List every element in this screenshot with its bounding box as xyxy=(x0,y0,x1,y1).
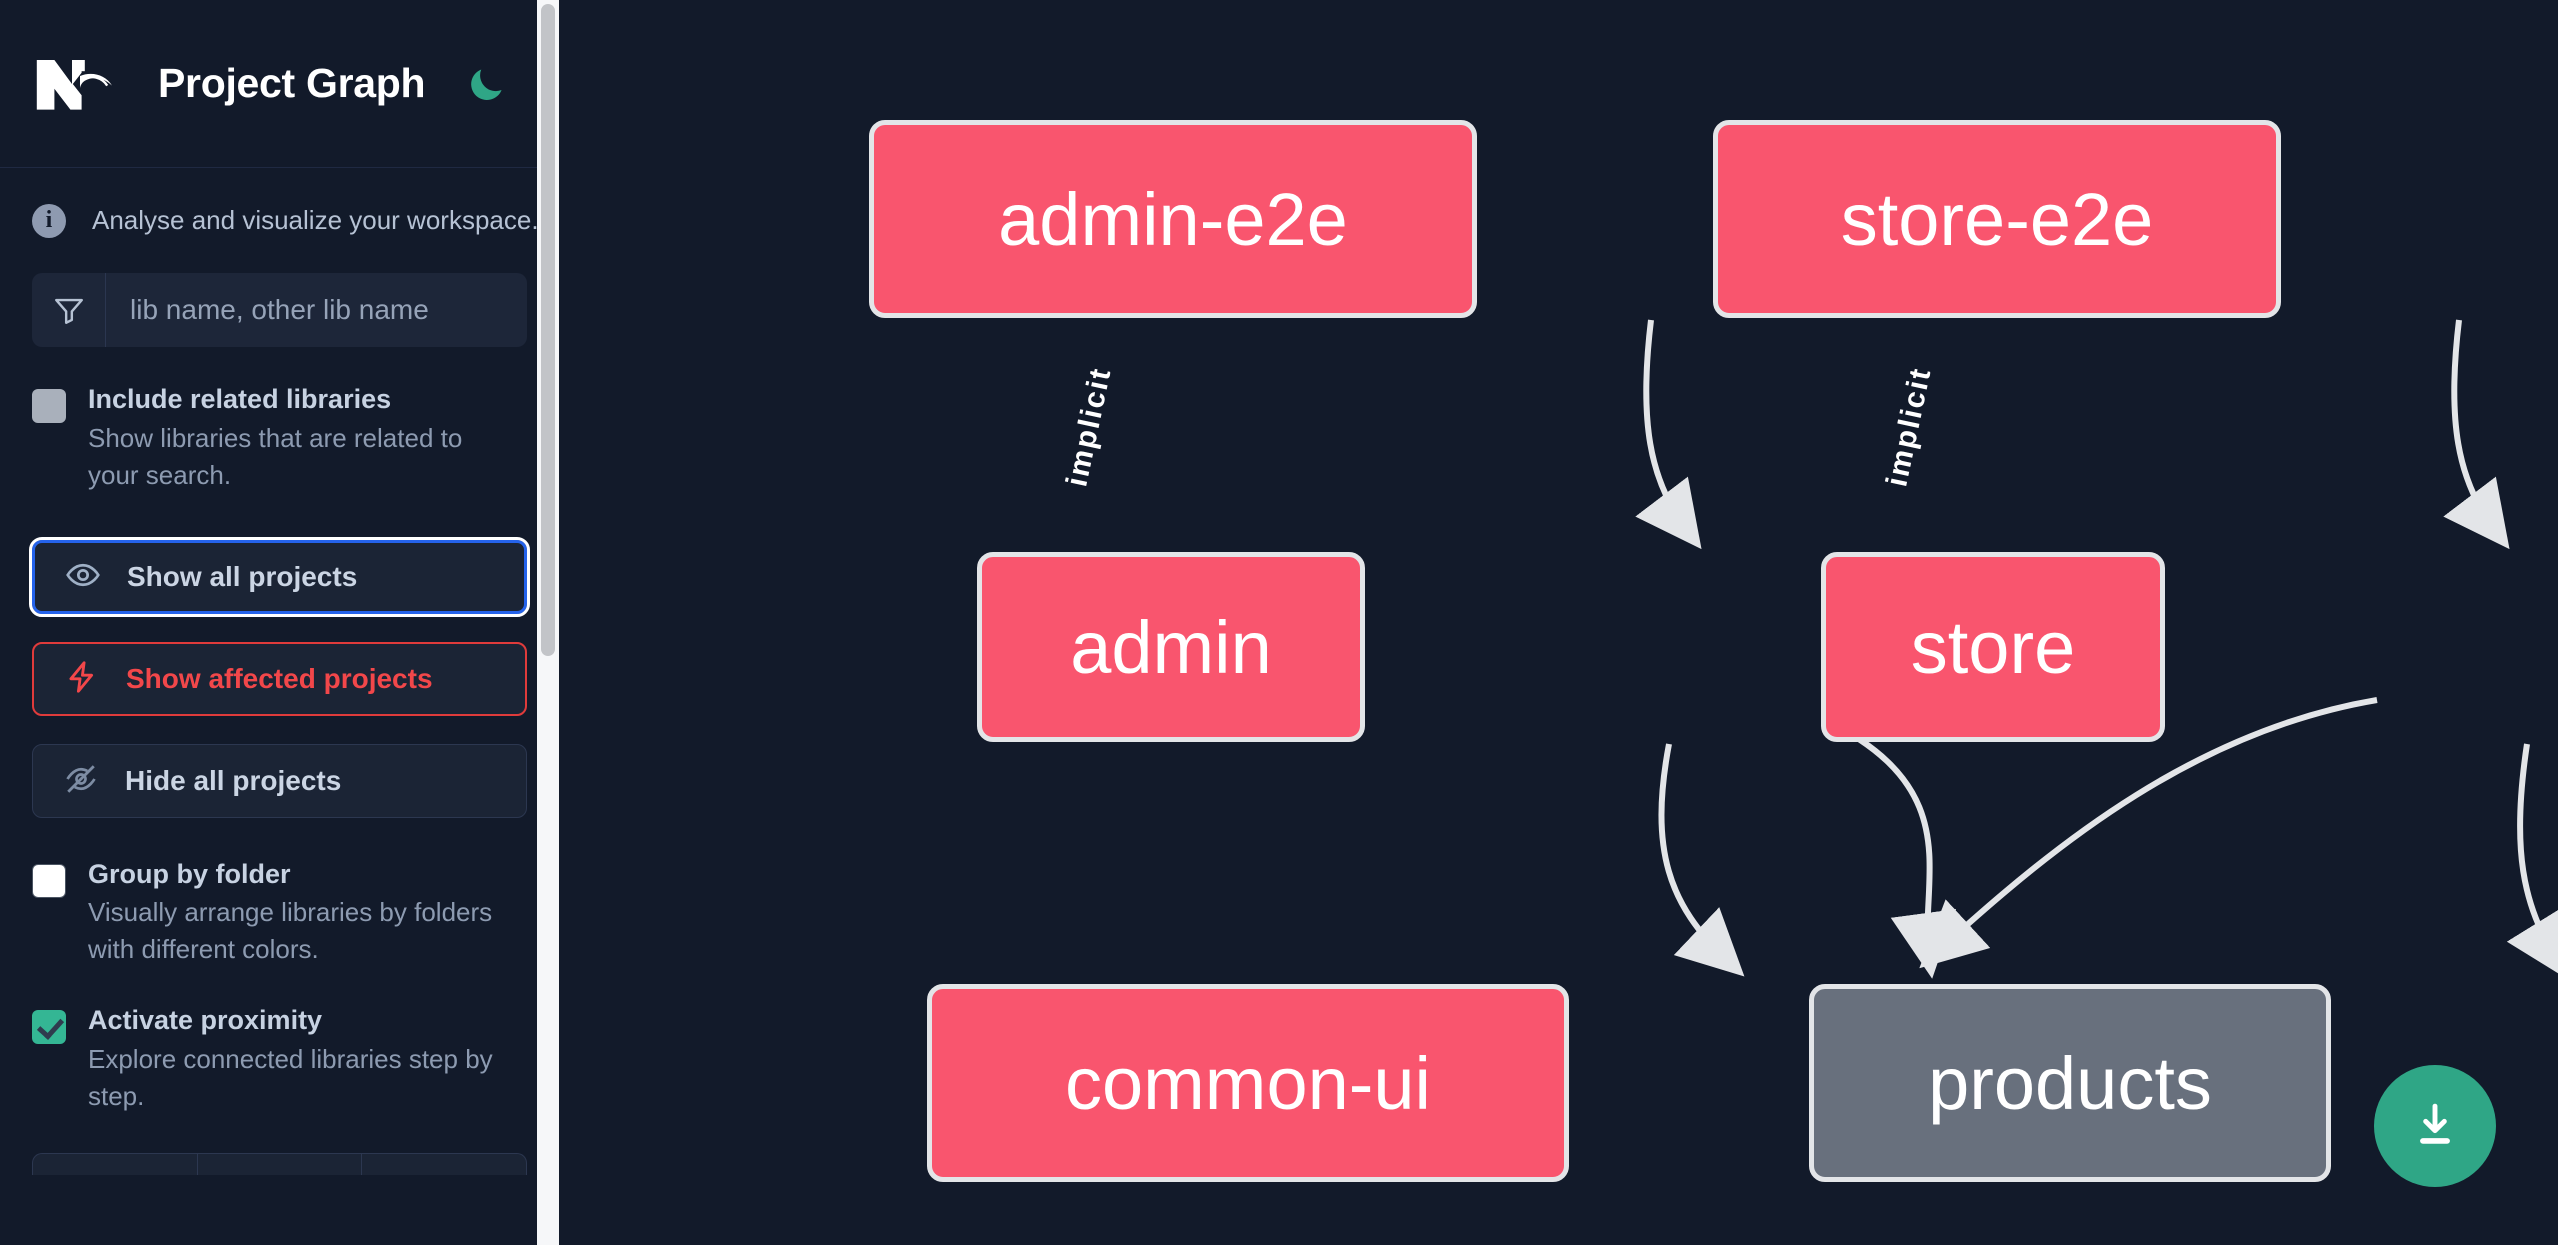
graph-node-products[interactable]: products xyxy=(1809,984,2331,1182)
group-by-folder-description: Visually arrange libraries by folders wi… xyxy=(88,897,493,965)
group-by-folder-row[interactable]: Group by folder Visually arrange librari… xyxy=(32,858,527,969)
sidebar-scrollbar[interactable] xyxy=(537,0,559,1245)
sidebar-header: Project Graph xyxy=(0,0,559,168)
segment-3[interactable] xyxy=(362,1154,526,1175)
activate-proximity-description: Explore connected libraries step by step… xyxy=(88,1043,493,1111)
tagline-row: i Analyse and visualize your workspace. xyxy=(32,168,539,273)
include-related-libraries-description: Show libraries that are related to your … xyxy=(88,422,463,490)
include-related-libraries-checkbox[interactable] xyxy=(32,389,66,423)
graph-edge-store-common-ui xyxy=(1919,697,2378,969)
graph-node-admin-e2e[interactable]: admin-e2e xyxy=(869,120,1477,318)
graph-node-label: admin-e2e xyxy=(998,177,1348,261)
bolt-icon xyxy=(64,659,100,698)
segment-1[interactable] xyxy=(33,1153,198,1175)
eye-icon xyxy=(65,557,101,596)
display-options-group: Group by folder Visually arrange librari… xyxy=(32,858,527,1115)
include-related-libraries-row[interactable]: Include related libraries Show libraries… xyxy=(32,383,527,494)
tagline-text: Analyse and visualize your workspace. xyxy=(92,205,539,235)
info-icon: i xyxy=(32,203,66,238)
graph-node-label: products xyxy=(1928,1041,2212,1125)
page-title: Project Graph xyxy=(158,60,426,106)
graph-node-label: common-ui xyxy=(1065,1041,1431,1125)
graph-node-admin[interactable]: admin xyxy=(977,552,1365,742)
graph-node-store-e2e[interactable]: store-e2e xyxy=(1713,120,2281,318)
hide-all-projects-button[interactable]: Hide all projects xyxy=(32,743,527,818)
activate-proximity-text: Activate proximity Explore connected lib… xyxy=(88,1004,518,1115)
segment-2[interactable] xyxy=(198,1153,363,1175)
show-all-projects-button[interactable]: Show all projects xyxy=(29,536,530,617)
segmented-control-partial[interactable] xyxy=(32,1152,527,1175)
activate-proximity-checkbox[interactable] xyxy=(32,1010,66,1045)
filter-icon xyxy=(32,273,106,347)
hide-all-projects-label: Hide all projects xyxy=(125,764,342,796)
search-input[interactable] xyxy=(106,273,527,347)
download-icon[interactable] xyxy=(2374,1065,2496,1187)
group-by-folder-text: Group by folder Visually arrange librari… xyxy=(88,858,518,969)
include-related-libraries-label: Include related libraries xyxy=(88,384,392,414)
moon-icon[interactable] xyxy=(461,59,511,109)
activate-proximity-label: Activate proximity xyxy=(88,1005,323,1036)
search-box[interactable] xyxy=(32,273,527,347)
show-affected-projects-button[interactable]: Show affected projects xyxy=(32,641,527,716)
show-all-projects-label: Show all projects xyxy=(127,560,358,592)
group-by-folder-checkbox[interactable] xyxy=(32,863,66,898)
graph-node-label: store-e2e xyxy=(1840,177,2154,261)
graph-node-label: store xyxy=(1910,605,2076,689)
nx-logo xyxy=(32,53,128,115)
group-by-folder-label: Group by folder xyxy=(88,858,291,889)
graph-node-common-ui[interactable]: common-ui xyxy=(927,984,1569,1182)
sidebar-body: i Analyse and visualize your workspace. … xyxy=(0,168,559,1175)
eye-off-icon xyxy=(63,761,99,800)
projects-button-group: Show all projects Show affected projects xyxy=(29,536,530,818)
graph-node-store[interactable]: store xyxy=(1821,552,2165,742)
sidebar-scrollbar-thumb[interactable] xyxy=(541,4,555,656)
include-related-libraries-text: Include related libraries Show libraries… xyxy=(88,383,518,494)
sidebar: Project Graph i Analyse and visualize yo… xyxy=(0,0,559,1245)
graph-node-label: admin xyxy=(1070,605,1272,689)
show-affected-projects-label: Show affected projects xyxy=(126,662,433,694)
graph-canvas[interactable]: admin-e2e store-e2e admin store common-u… xyxy=(559,0,2558,1245)
activate-proximity-row[interactable]: Activate proximity Explore connected lib… xyxy=(32,1004,527,1115)
